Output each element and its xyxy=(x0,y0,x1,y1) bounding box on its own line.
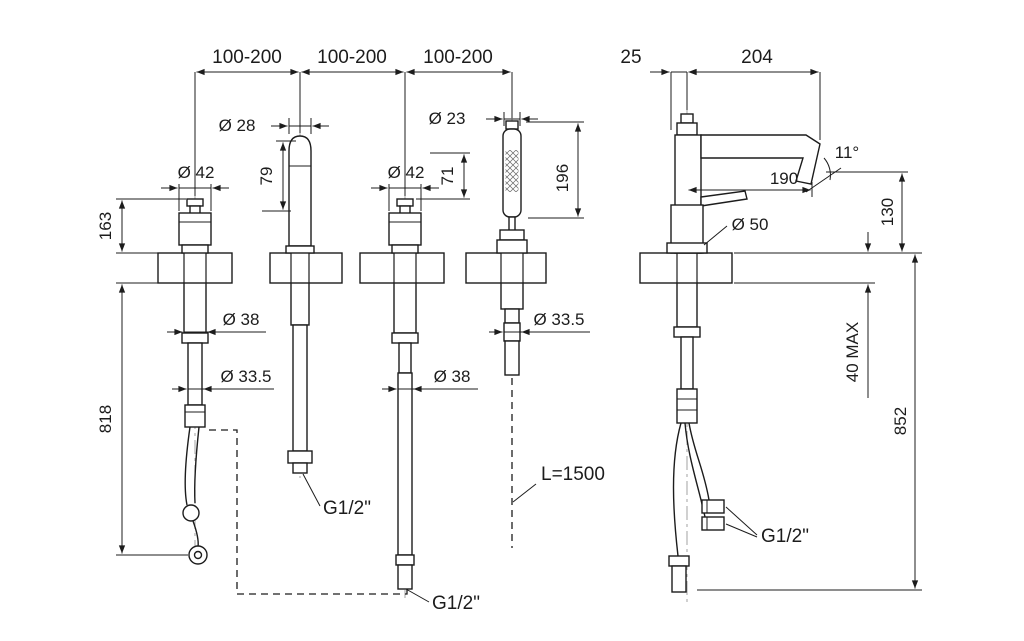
dim-height-163: 163 xyxy=(96,198,186,254)
dim-label-130: 130 xyxy=(878,198,897,226)
dim-dia-33-5-left: Ø 33.5 xyxy=(172,367,274,393)
dim-label-11deg: 11° xyxy=(835,143,859,162)
counter-holes xyxy=(183,252,698,284)
dim-label-dia23: Ø 23 xyxy=(429,109,466,128)
dim-label-852: 852 xyxy=(891,407,910,435)
dim-dia-50: Ø 50 xyxy=(703,215,769,246)
dim-label-818: 818 xyxy=(96,405,115,433)
dim-label-dia33-5-left: Ø 33.5 xyxy=(220,367,271,386)
dim-height-196: 196 xyxy=(526,121,584,219)
dim-dia-38-left: Ø 38 xyxy=(167,310,266,336)
label-g12-valve-right: G1/2" xyxy=(405,588,480,614)
hand-shower-hose-dashed xyxy=(209,378,513,595)
dim-dia-23: Ø 23 xyxy=(429,109,538,128)
dim-length-190: 190 xyxy=(688,169,813,197)
dim-label-dia33-5-right: Ø 33.5 xyxy=(533,310,584,329)
dim-dia-33-5-right: Ø 33.5 xyxy=(489,310,590,336)
dim-label-span-1: 100-200 xyxy=(212,47,282,68)
dim-label-163: 163 xyxy=(96,212,115,240)
dim-dia-42-right: Ø 42 xyxy=(371,163,439,211)
thread-label-side: G1/2" xyxy=(761,526,809,547)
dim-label-71: 71 xyxy=(438,167,457,186)
hose-length-label: L=1500 xyxy=(541,464,605,485)
label-hose-length: L=1500 xyxy=(512,464,605,503)
hand-shower-front xyxy=(496,120,528,376)
spout-front xyxy=(285,135,315,474)
dim-side-top: 25 204 xyxy=(620,47,821,140)
counter-cross-section-front xyxy=(157,252,547,284)
dim-height-130: 130 xyxy=(734,171,922,254)
dim-label-196: 196 xyxy=(553,164,572,192)
label-g12-side: G1/2" xyxy=(725,506,809,547)
dim-dia-28: Ø 28 xyxy=(219,116,329,135)
dim-label-dia38-right: Ø 38 xyxy=(434,367,471,386)
dim-dia-42-left: Ø 42 xyxy=(161,163,229,211)
dim-rise-79: 79 xyxy=(257,140,296,212)
dim-40-max: 40 MAX xyxy=(734,232,875,398)
label-g12-spout: G1/2" xyxy=(302,473,371,519)
dim-label-span-3: 100-200 xyxy=(423,47,493,68)
dim-label-190: 190 xyxy=(770,169,798,188)
dim-label-dia42-left: Ø 42 xyxy=(178,163,215,182)
dim-label-dia50: Ø 50 xyxy=(732,215,769,234)
dim-label-dia42-right: Ø 42 xyxy=(388,163,425,182)
dim-top-spans: 100-200 100-200 100-200 xyxy=(194,47,513,196)
dim-depth-818: 818 xyxy=(96,282,188,556)
dim-label-span-2: 100-200 xyxy=(317,47,387,68)
right-valve-front xyxy=(388,198,422,590)
dim-label-79: 79 xyxy=(257,167,276,186)
faucet-side-view xyxy=(666,113,821,593)
dim-label-204: 204 xyxy=(741,47,773,68)
thread-label-spout: G1/2" xyxy=(323,498,371,519)
dim-label-25: 25 xyxy=(620,47,641,68)
dim-label-40max: 40 MAX xyxy=(843,322,862,382)
dim-depth-852: 852 xyxy=(697,254,922,591)
dim-label-dia28: Ø 28 xyxy=(219,116,256,135)
thread-label-valve-right: G1/2" xyxy=(432,593,480,614)
dim-label-dia38-left: Ø 38 xyxy=(223,310,260,329)
dim-rise-71: 71 xyxy=(416,152,470,200)
dim-dia-38-right: Ø 38 xyxy=(382,367,478,393)
